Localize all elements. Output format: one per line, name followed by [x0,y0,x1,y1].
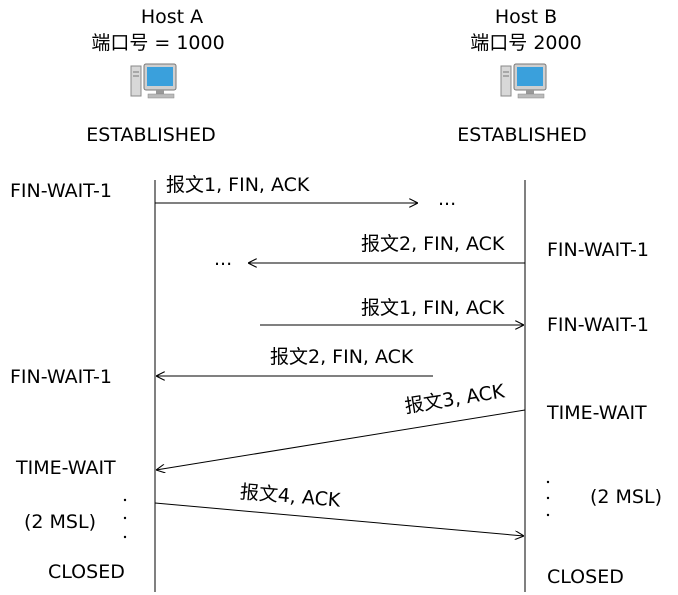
host-a-msl-label: (2 MSL) [24,511,96,533]
host-b-state-fin-wait-1: FIN-WAIT-1 [547,239,649,261]
host-a-wait-dots [123,498,127,539]
host-b-state-time-wait: TIME-WAIT [547,402,647,424]
host-a-state-established: ESTABLISHED [86,124,216,146]
host-b-title: Host B [494,6,558,28]
ellipsis-left: ... [214,248,233,270]
host-b-wait-dots [546,480,550,517]
host-a-port: 端口号 = 1000 [91,32,225,54]
host-b-state-established: ESTABLISHED [457,124,587,146]
host-a-state-time-wait: TIME-WAIT [16,457,116,479]
ellipsis-right: ... [438,188,457,210]
message-2-retry-label: 报文2, FIN, ACK [270,346,414,368]
host-a-state-closed: CLOSED [48,561,125,583]
computer-icon [500,63,547,99]
host-b-msl-label: (2 MSL) [590,486,662,508]
arrow-message-4 [154,502,524,536]
arrow-message-3 [156,409,526,470]
host-b-state-closed: CLOSED [547,566,624,588]
message-1-retry-label: 报文1, FIN, ACK [361,297,505,319]
message-1-label: 报文1, FIN, ACK [166,174,310,196]
host-a-state-fin-wait-1-second: FIN-WAIT-1 [10,366,112,388]
computer-icon [130,63,177,99]
host-a-state-fin-wait-1: FIN-WAIT-1 [10,180,112,202]
host-b-state-fin-wait-1-second: FIN-WAIT-1 [547,314,649,336]
message-2-label: 报文2, FIN, ACK [361,233,505,255]
host-a-title: Host A [140,6,204,28]
host-b-port: 端口号 2000 [470,32,582,54]
